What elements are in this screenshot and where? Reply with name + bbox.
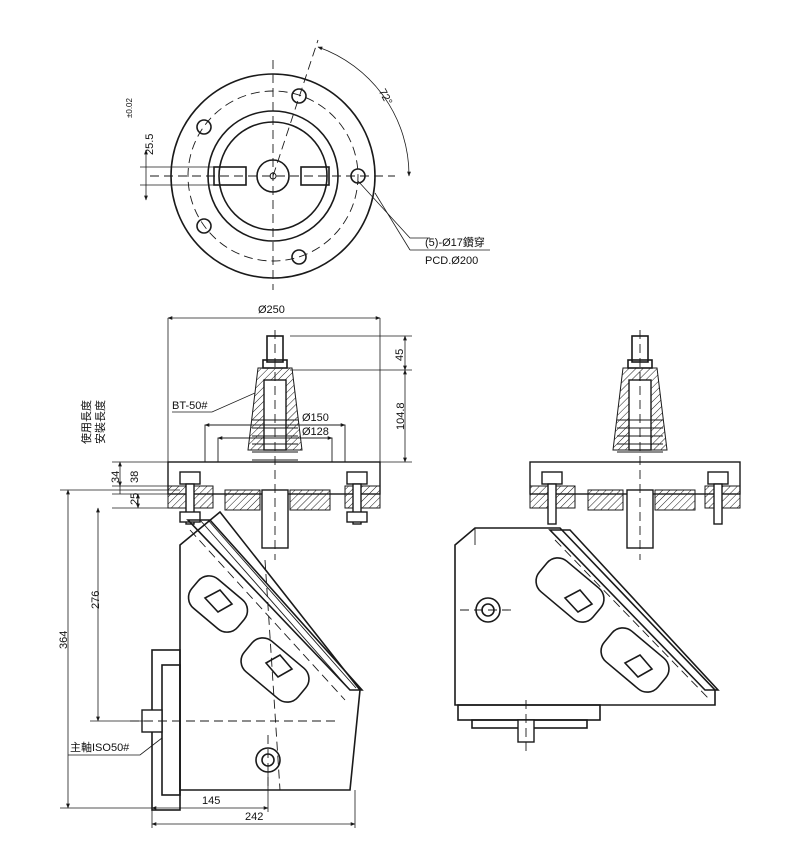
holes-label: (5)-Ø17鑽穿 (425, 235, 485, 249)
vertical-note-1: 使用長度 (79, 400, 93, 444)
dim-25-5: 25.5 (144, 134, 156, 155)
dim364-label: 364 (58, 631, 70, 649)
ruler-scale (199, 519, 357, 691)
dia250-label: Ø250 (258, 304, 285, 316)
dim276-label: 276 (90, 591, 102, 609)
bolt-hole (291, 249, 307, 265)
right-body (454, 527, 716, 706)
bolt-hole (196, 218, 212, 234)
dia128-label: Ø128 (302, 426, 329, 438)
tolerance-label: ±0.02 (125, 97, 134, 118)
dim34-label: 34 (110, 471, 122, 483)
vertical-note-2: 安裝長度 (93, 400, 107, 444)
dim25-label: 25 (129, 493, 141, 505)
dim45-label: 45 (394, 349, 406, 361)
left-front-view: Ø250 Ø150 Ø128 BT-50# (58, 304, 412, 828)
spindle-label: 主軸ISO50# (70, 740, 130, 754)
bolt-hole (196, 119, 212, 135)
top-view: 72° 25.5 ±0.02 (5)-Ø17鑽穿 PCD.Ø200 (125, 39, 490, 290)
bt50-label: BT-50# (172, 400, 208, 412)
angle-arc (317, 46, 411, 177)
dim104-8-label: 104.8 (395, 402, 407, 430)
dim38-label: 38 (129, 471, 141, 483)
dim145-label: 145 (202, 795, 220, 807)
pcd-label: PCD.Ø200 (425, 255, 478, 267)
dim242-label: 242 (245, 811, 263, 823)
bolt-hole (291, 88, 307, 104)
dia150-label: Ø150 (302, 412, 329, 424)
right-side-view (454, 330, 741, 752)
